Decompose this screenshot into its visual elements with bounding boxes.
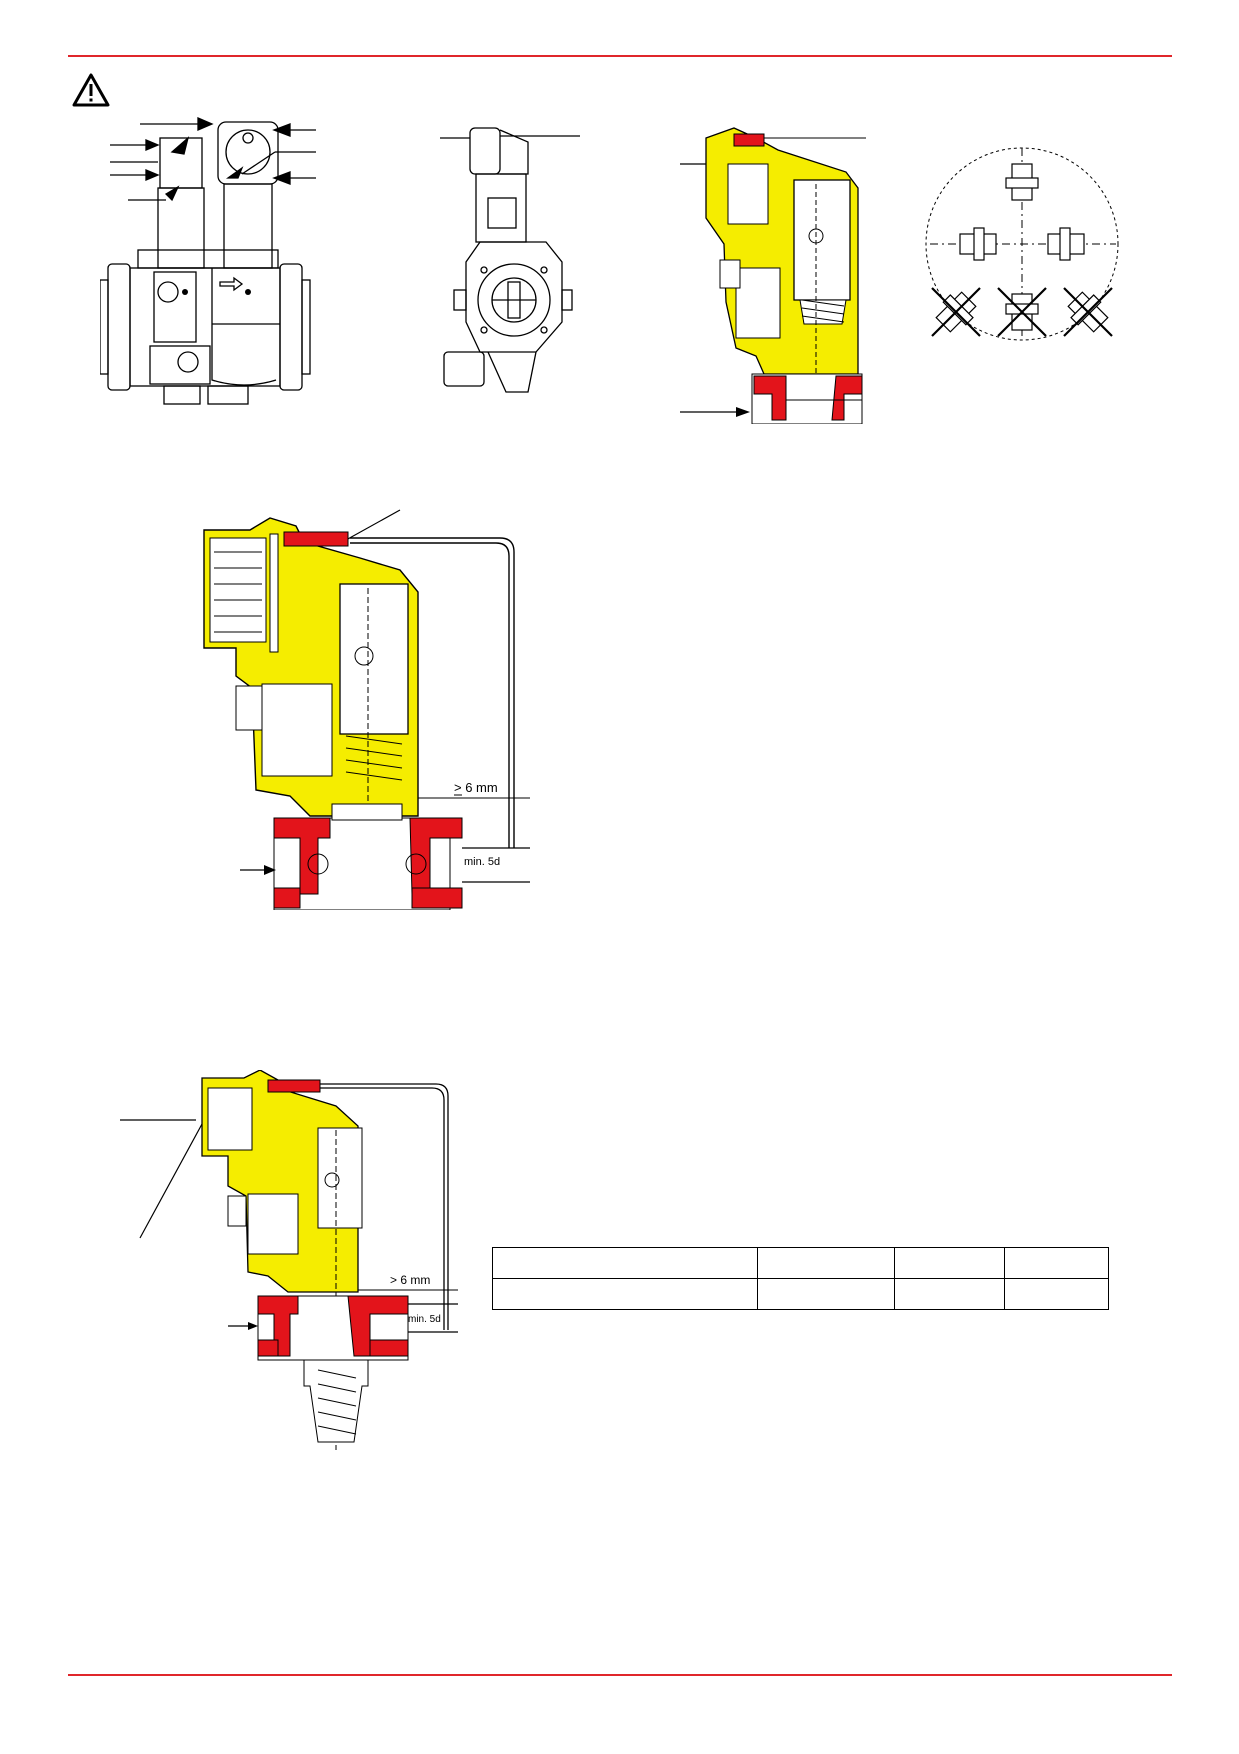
table-cell bbox=[492, 1247, 758, 1279]
table-cell bbox=[756, 1247, 896, 1279]
top-rule bbox=[68, 55, 1172, 57]
table-cell bbox=[1004, 1247, 1109, 1279]
valve-section-sensing-line-figure: > 6 mm min. 5d bbox=[203, 509, 530, 910]
table-cell bbox=[756, 1278, 896, 1310]
table-row bbox=[492, 1247, 1109, 1279]
valve-section-spring-figure: > 6 mm min. 5d bbox=[120, 1070, 458, 1450]
bottom-rule bbox=[68, 1674, 1172, 1676]
valve-side-view-figure bbox=[440, 127, 580, 393]
mounting-position-figure bbox=[925, 147, 1119, 341]
valve-section-small-figure bbox=[680, 127, 866, 424]
gap-dimension-label-2: > 6 mm bbox=[390, 1273, 430, 1287]
table-row bbox=[492, 1278, 1109, 1310]
gap-dimension-label: > 6 mm bbox=[454, 780, 498, 795]
table-cell bbox=[894, 1247, 1006, 1279]
distance-dimension-label-2: min. 5d bbox=[408, 1314, 441, 1325]
specification-table bbox=[492, 1247, 1109, 1310]
table-cell bbox=[894, 1278, 1006, 1310]
distance-dimension-label: min. 5d bbox=[464, 856, 500, 868]
table-cell bbox=[1004, 1278, 1109, 1310]
valve-front-view-figure bbox=[100, 117, 316, 405]
warning-triangle-icon bbox=[72, 73, 110, 107]
table-cell bbox=[492, 1278, 758, 1310]
